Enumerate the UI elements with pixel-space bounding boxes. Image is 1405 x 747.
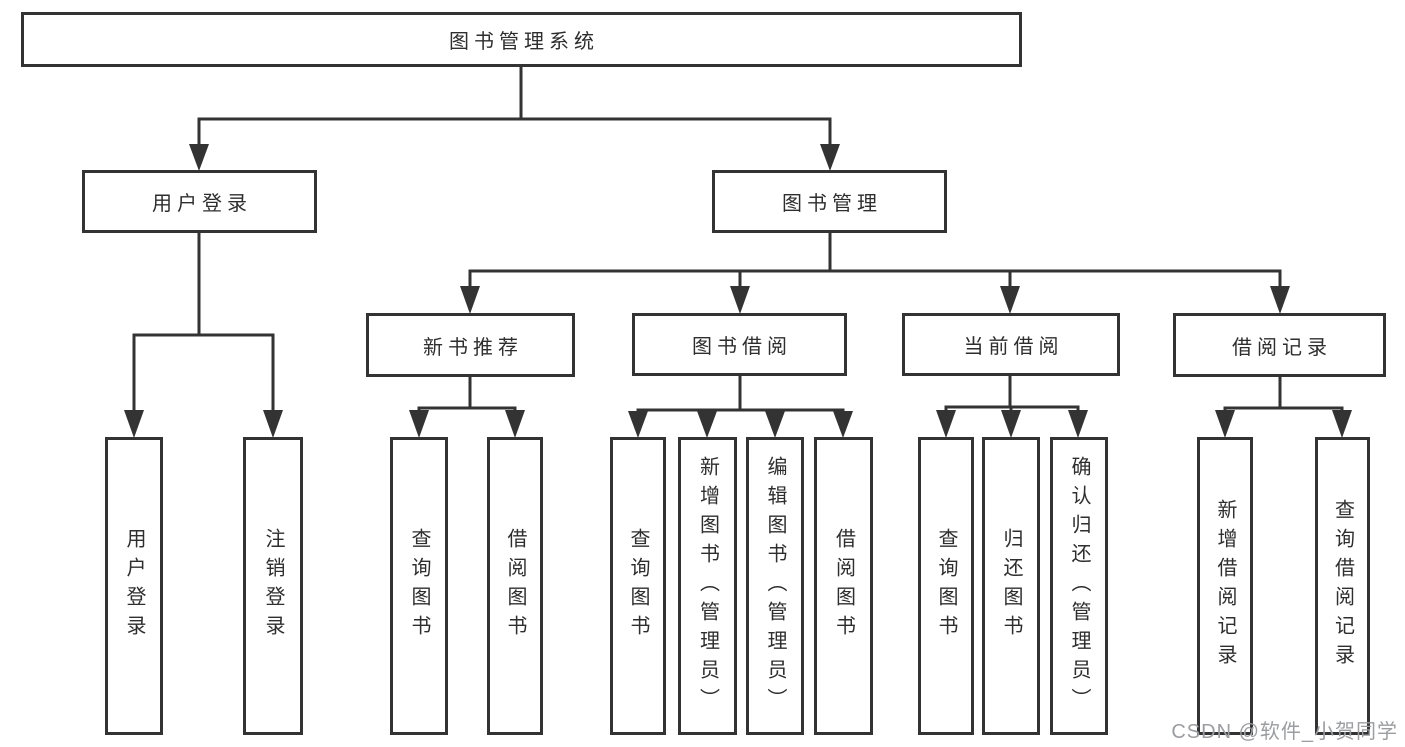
node-user-login-label: 用户登录 <box>152 193 252 215</box>
leaf-logout-label: 注销登录 <box>262 528 284 644</box>
node-book-borrow: 图书借阅 <box>632 313 847 376</box>
node-new-book-recommend-label: 新书推荐 <box>423 336 523 359</box>
leaf-record-add-borrow-record-label: 新增借阅记录 <box>1214 499 1236 673</box>
node-root-label: 图书管理系统 <box>449 31 599 53</box>
node-user-login: 用户登录 <box>82 170 317 233</box>
leaf-recommend-borrow-books-label: 借阅图书 <box>504 528 526 644</box>
leaf-recommend-query-books: 查询图书 <box>390 437 448 735</box>
leaf-logout: 注销登录 <box>243 437 303 735</box>
leaf-record-query-borrow-record-label: 查询借阅记录 <box>1331 499 1354 673</box>
leaf-borrow-edit-books-admin: 编辑图书（管理员） <box>746 437 804 735</box>
leaf-current-query-books: 查询图书 <box>918 437 974 735</box>
leaf-record-query-borrow-record: 查询借阅记录 <box>1315 437 1370 735</box>
leaf-user-login: 用户登录 <box>105 437 163 735</box>
node-book-management: 图书管理 <box>712 170 947 233</box>
leaf-current-confirm-return-admin-label: 确认归还（管理员） <box>1068 455 1090 717</box>
connector-borrow-record-to-leaves <box>1215 376 1352 438</box>
leaf-borrow-borrow-books: 借阅图书 <box>814 437 873 735</box>
leaf-recommend-borrow-books: 借阅图书 <box>487 437 543 735</box>
node-new-book-recommend: 新书推荐 <box>366 313 575 377</box>
connector-user-login-to-leaves <box>124 232 283 438</box>
leaf-borrow-query-books-label: 查询图书 <box>627 528 649 644</box>
connector-book-borrow-to-leaves <box>628 375 853 438</box>
connector-book-management-to-level3 <box>460 232 1290 314</box>
node-root: 图书管理系统 <box>21 12 1022 67</box>
leaf-current-confirm-return-admin: 确认归还（管理员） <box>1050 437 1108 735</box>
node-borrow-record: 借阅记录 <box>1173 313 1386 377</box>
leaf-current-return-books-label: 归还图书 <box>1000 528 1022 644</box>
node-borrow-record-label: 借阅记录 <box>1232 336 1332 359</box>
csdn-watermark: CSDN @软件_小贺同学 <box>1171 721 1398 743</box>
leaf-user-login-label: 用户登录 <box>123 528 145 644</box>
node-book-management-label: 图书管理 <box>782 193 882 215</box>
leaf-borrow-edit-books-admin-label: 编辑图书（管理员） <box>764 455 786 717</box>
leaf-current-query-books-label: 查询图书 <box>935 528 957 644</box>
leaf-borrow-add-books-admin-label: 新增图书（管理员） <box>696 455 719 717</box>
leaf-current-return-books: 归还图书 <box>982 437 1040 735</box>
leaf-borrow-query-books: 查询图书 <box>610 437 666 735</box>
node-current-borrow-label: 当前借阅 <box>963 336 1064 358</box>
connector-root-to-level2 <box>189 66 840 171</box>
connector-new-book-recommend-to-leaves <box>409 376 525 438</box>
leaf-borrow-add-books-admin: 新增图书（管理员） <box>678 437 737 735</box>
leaf-borrow-borrow-books-label: 借阅图书 <box>832 528 855 644</box>
node-book-borrow-label: 图书借阅 <box>692 336 792 358</box>
leaf-recommend-query-books-label: 查询图书 <box>408 528 430 644</box>
node-current-borrow: 当前借阅 <box>902 313 1120 376</box>
leaf-record-add-borrow-record: 新增借阅记录 <box>1197 437 1253 735</box>
connector-current-borrow-to-leaves <box>936 375 1088 438</box>
